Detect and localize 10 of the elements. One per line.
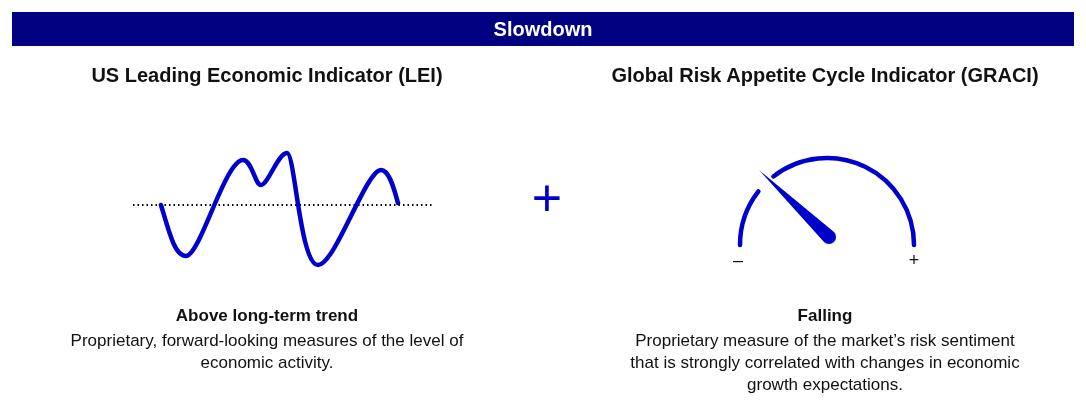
title-banner: Slowdown [12, 12, 1074, 46]
status-text: Falling [796, 305, 854, 327]
status-text: Above long-term trend [174, 305, 360, 327]
heading: US Leading Economic Indicator (LEI) [90, 63, 444, 88]
minus-label: – [732, 249, 744, 272]
plus-label: + [907, 249, 921, 272]
plus-sign: + [530, 172, 564, 224]
description-text: Proprietary, forward-looking measures of the level of economic activity. [69, 330, 465, 375]
description-text: Proprietary measure of the market’s risk sentiment that is strongly correlated with changes in economic growth expectations. [629, 330, 1021, 397]
heading: Global Risk Appetite Cycle Indicator (GRACI) [610, 63, 1040, 88]
